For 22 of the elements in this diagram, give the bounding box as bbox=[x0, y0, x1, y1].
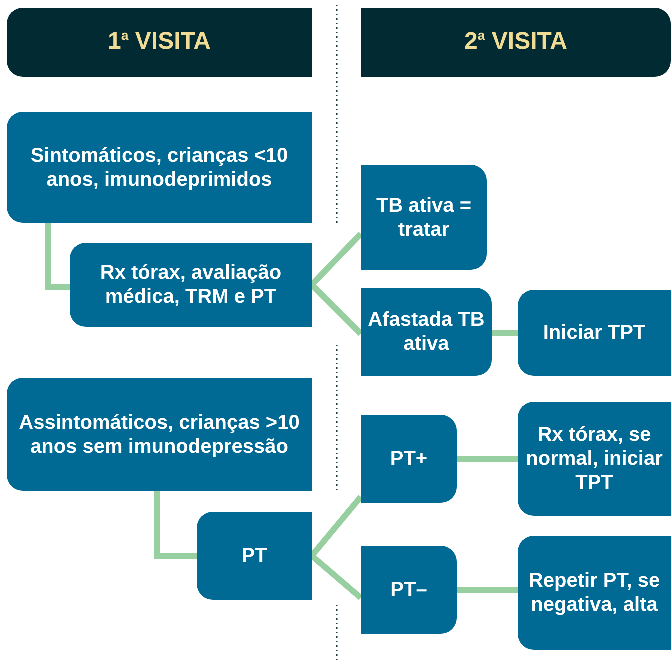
connector-line bbox=[154, 491, 197, 559]
connector-line bbox=[310, 554, 363, 600]
connector-line bbox=[457, 456, 518, 462]
step-box: PT+ bbox=[361, 415, 457, 503]
step-box: Rx tórax, se normal, iniciar TPT bbox=[518, 402, 671, 516]
connector-line bbox=[310, 282, 364, 336]
connector-line bbox=[492, 330, 518, 336]
step-box: Rx tórax, avaliação médica, TRM e PT bbox=[70, 243, 312, 327]
step-box: Sintomáticos, crianças <10 anos, imunodeprimidos bbox=[7, 112, 312, 223]
step-box: PT bbox=[197, 512, 312, 600]
column-header: 1$^{a}$ VISITA bbox=[7, 8, 312, 77]
step-box: Afastada TB ativa bbox=[361, 288, 492, 376]
step-box: Repetir PT, se negativa, alta bbox=[518, 536, 671, 650]
step-box: Iniciar TPT bbox=[518, 290, 671, 376]
connector-line bbox=[457, 587, 518, 593]
connector-line bbox=[310, 495, 364, 558]
connector-line bbox=[45, 223, 70, 290]
connector-line bbox=[310, 232, 364, 288]
step-box: TB ativa = tratar bbox=[361, 165, 487, 270]
step-box: PT– bbox=[361, 546, 457, 634]
column-header: 2$^{a}$ VISITA bbox=[361, 8, 671, 77]
step-box: Assintomáticos, crianças >10 anos sem imunodepressão bbox=[7, 378, 312, 491]
